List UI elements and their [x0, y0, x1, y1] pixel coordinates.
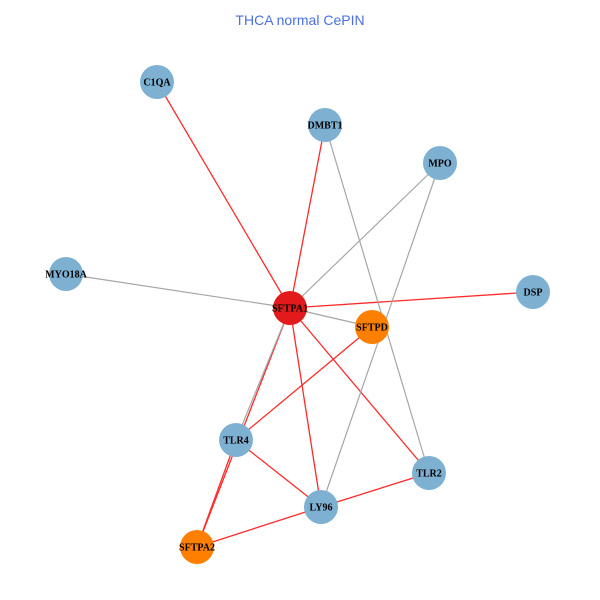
edge-sftpa1-tlr4 [235, 307, 291, 441]
node-label: LY96 [310, 503, 333, 514]
edge-dmbt1-sftpa1 [289, 124, 326, 309]
node-myo18a[interactable]: MYO18A [45, 257, 88, 291]
edge-sftpa1-tlr2 [289, 307, 430, 474]
node-label: SFTPD [356, 323, 388, 334]
node-label: SFTPA2 [179, 543, 215, 554]
node-label: TLR2 [416, 469, 442, 480]
node-ly96[interactable]: LY96 [304, 490, 338, 524]
node-circle[interactable] [140, 65, 174, 99]
node-circle[interactable] [516, 275, 550, 309]
node-circle[interactable] [219, 423, 253, 457]
node-circle[interactable] [180, 530, 214, 564]
node-sftpa2[interactable]: SFTPA2 [179, 530, 215, 564]
node-circle[interactable] [355, 310, 389, 344]
node-mpo[interactable]: MPO [423, 146, 457, 180]
node-label: DMBT1 [308, 121, 343, 132]
node-label: TLR4 [223, 436, 249, 447]
node-sftpa1[interactable]: SFTPA1 [272, 291, 308, 325]
node-tlr4[interactable]: TLR4 [219, 423, 253, 457]
node-tlr2[interactable]: TLR2 [412, 456, 446, 490]
edge-mpo-sftpa1 [289, 162, 441, 309]
node-dsp[interactable]: DSP [516, 275, 550, 309]
node-c1qa[interactable]: C1QA [140, 65, 174, 99]
edge-myo18a-sftpa1 [65, 273, 291, 309]
edge-ly96-tlr2 [320, 472, 430, 508]
edge-tlr4-ly96 [235, 439, 322, 508]
node-circle[interactable] [308, 108, 342, 142]
edge-c1qa-sftpa1 [156, 81, 291, 309]
node-circle[interactable] [423, 146, 457, 180]
node-circle[interactable] [412, 456, 446, 490]
node-label: MYO18A [45, 270, 87, 281]
node-circle[interactable] [49, 257, 83, 291]
edge-dmbt1-tlr2 [324, 124, 430, 474]
node-label: SFTPA1 [272, 304, 308, 315]
node-circle[interactable] [304, 490, 338, 524]
edge-ly96-sftpa2 [196, 506, 322, 548]
edge-sftpa1-ly96 [289, 307, 322, 508]
node-label: MPO [428, 159, 452, 170]
edge-sftpd-tlr4 [235, 326, 373, 441]
node-label: C1QA [143, 78, 171, 89]
node-dmbt1[interactable]: DMBT1 [308, 108, 343, 142]
node-sftpd[interactable]: SFTPD [355, 310, 389, 344]
chart-title: THCA normal CePIN [235, 12, 365, 28]
node-label: DSP [524, 288, 543, 299]
node-circle[interactable] [273, 291, 307, 325]
edge-sftpa1-dsp [289, 291, 534, 309]
edge-tlr4-sftpa2 [196, 439, 237, 548]
